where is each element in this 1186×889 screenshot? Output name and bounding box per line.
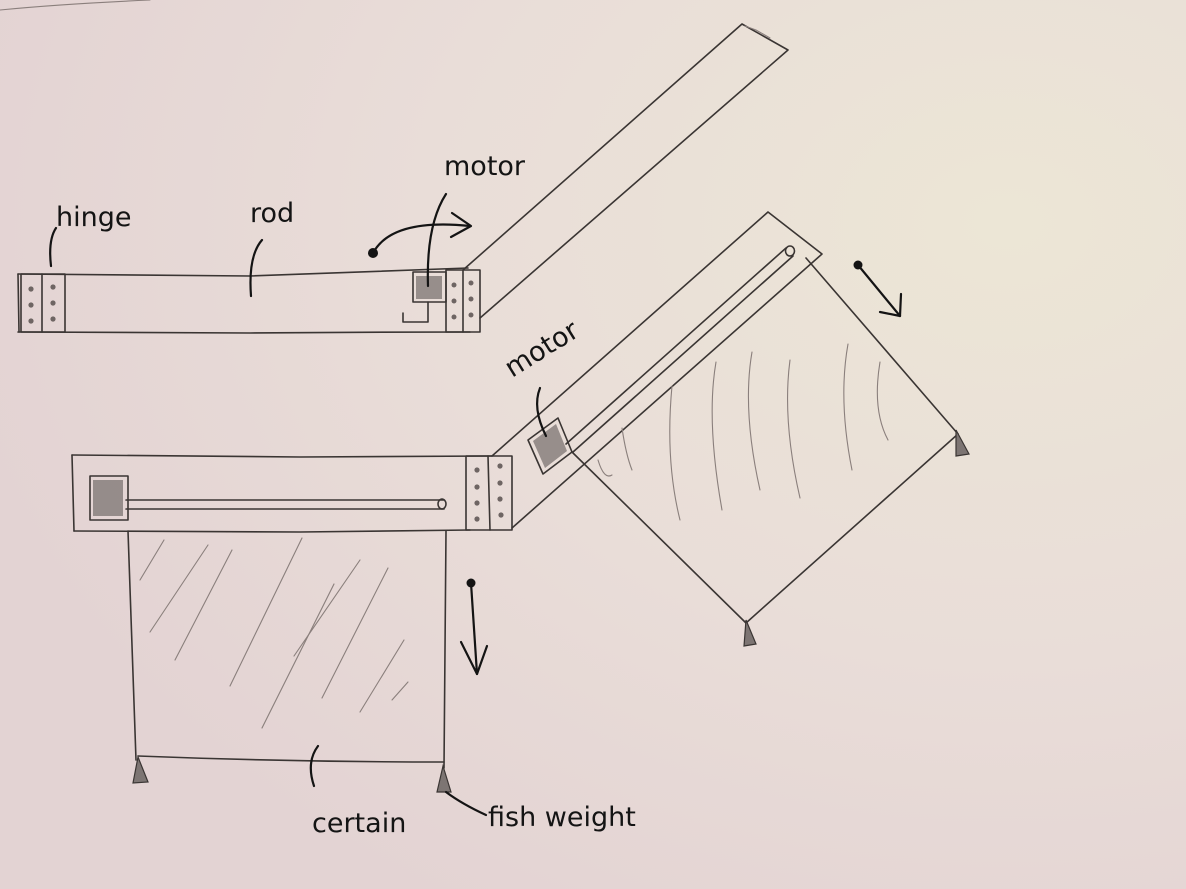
mid-bar-top-edge [71,454,493,458]
middle-assembly [71,211,970,647]
label-curtain: certain [312,808,406,839]
top-bar-bottom-edge [17,331,471,334]
angled-curtain [571,257,959,624]
fish-weight-angled-bottom [743,619,757,647]
arrow-diagonal [853,260,903,318]
mid-bar-left-end [71,454,75,532]
rising-arm [462,23,789,319]
paper-edge-line [0,0,151,11]
fish-weight-left [132,754,149,784]
label-fish-weight: fish weight [488,802,636,833]
hinge-leader [49,226,58,268]
arrow-down [459,578,489,676]
angled-arm [491,211,823,529]
hinge-left-top [20,273,66,333]
label-hinge: hinge [56,202,131,233]
top-bar-top-edge [17,267,469,277]
curtain-bottom-edge [137,755,445,763]
top-bar-left-end [17,273,20,333]
rotation-arrow-top [368,211,473,258]
motor-top-leader [426,192,448,288]
fish-weight-right [436,763,452,793]
curtain-left-edge [127,530,137,761]
rod-mid-end [437,498,447,510]
mid-bar-bottom-edge [73,529,471,533]
motor-block-mid-left [89,475,129,521]
front-curtain [127,530,489,817]
motor-block-top [402,271,447,323]
hinge-mid [465,455,513,531]
fish-weight-leader [444,790,488,817]
motor-crank-top [402,301,429,323]
rod-leader [249,238,264,298]
label-motor-top: motor [444,151,526,182]
curtain-right-edge [443,530,447,769]
motor-mid-leader [535,386,548,438]
top-assembly [17,23,789,334]
label-rod: rod [250,198,294,229]
fish-weight-angled-right [955,429,970,457]
curtain-leader [309,744,320,788]
